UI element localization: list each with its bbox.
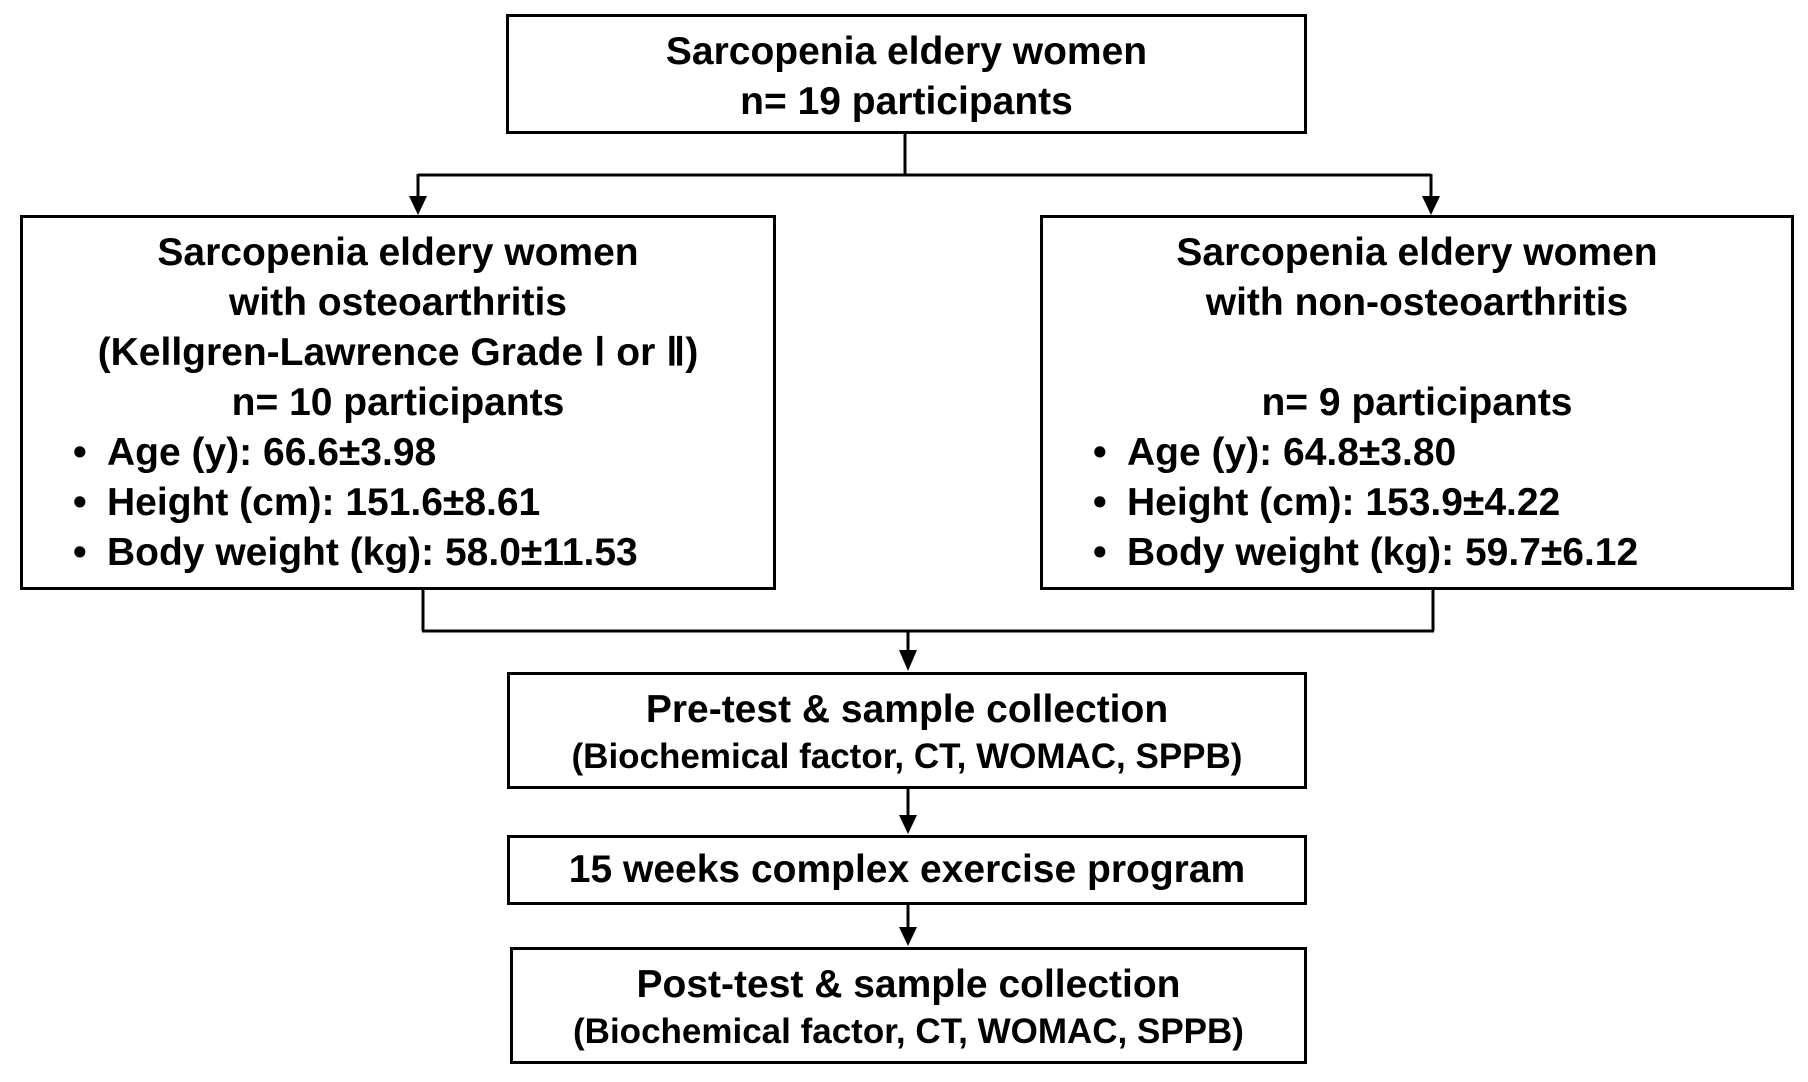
box-post-test: Post-test & sample collection (Biochemic… [510,947,1307,1064]
pre-box-measures: (Biochemical factor, CT, WOMAC, SPPB) [571,737,1243,776]
bullet: • [1093,431,1107,474]
right-stat-weight: • Body weight (kg): 59.7±6.12 [1093,528,1791,578]
bullet: • [73,481,87,524]
arrow-to-program-box [899,815,917,834]
left-box-grade: (Kellgren-Lawrence Grade Ⅰ or Ⅱ) [97,331,699,374]
bullet: • [1093,481,1107,524]
left-stat-weight: • Body weight (kg): 58.0±11.53 [73,528,773,578]
arrow-to-pre-box [899,650,917,671]
right-stat-age-text: Age (y): 64.8±3.80 [1127,431,1457,474]
right-stat-age: • Age (y): 64.8±3.80 [1093,428,1791,478]
box-all-participants: Sarcopenia eldery women n= 19 participan… [506,14,1307,134]
left-stat-height: • Height (cm): 151.6±8.61 [73,478,773,528]
box-osteoarthritis-group: Sarcopenia eldery women with osteoarthri… [20,215,776,590]
box-exercise-program: 15 weeks complex exercise program [507,835,1307,905]
right-box-spacer [1043,328,1791,378]
arrow-to-post-box [899,927,917,946]
left-box-count: n= 10 participants [231,381,565,424]
right-box-stats: • Age (y): 64.8±3.80 • Height (cm): 153.9±… [1043,428,1791,578]
bullet: • [73,431,87,474]
right-box-count: n= 9 participants [1261,381,1573,424]
top-box-count: n= 19 participants [740,80,1073,123]
left-box-stats: • Age (y): 66.6±3.98 • Height (cm): 151.6±… [23,428,773,578]
top-box-title: Sarcopenia eldery women [665,30,1148,73]
post-box-measures: (Biochemical factor, CT, WOMAC, SPPB) [573,1012,1244,1051]
bullet: • [73,531,87,574]
arrow-to-left-box [409,196,427,215]
box-non-osteoarthritis-group: Sarcopenia eldery women with non-osteoar… [1040,215,1794,590]
right-stat-height: • Height (cm): 153.9±4.22 [1093,478,1791,528]
bullet: • [1093,531,1107,574]
right-stat-weight-text: Body weight (kg): 59.7±6.12 [1127,531,1639,574]
left-stat-height-text: Height (cm): 151.6±8.61 [107,481,541,524]
left-stat-age-text: Age (y): 66.6±3.98 [107,431,437,474]
right-box-title-2: with non-osteoarthritis [1205,281,1629,324]
arrow-to-right-box [1422,196,1440,215]
pre-box-title: Pre-test & sample collection [645,688,1169,731]
right-box-title-1: Sarcopenia eldery women [1176,231,1658,274]
post-box-title: Post-test & sample collection [636,963,1181,1006]
right-stat-height-text: Height (cm): 153.9±4.22 [1127,481,1561,524]
box-pre-test: Pre-test & sample collection (Biochemica… [507,672,1307,789]
program-box-title: 15 weeks complex exercise program [568,848,1246,891]
left-box-title-1: Sarcopenia eldery women [157,231,639,274]
left-stat-weight-text: Body weight (kg): 58.0±11.53 [107,531,638,574]
left-stat-age: • Age (y): 66.6±3.98 [73,428,773,478]
left-box-title-2: with osteoarthritis [228,281,568,324]
